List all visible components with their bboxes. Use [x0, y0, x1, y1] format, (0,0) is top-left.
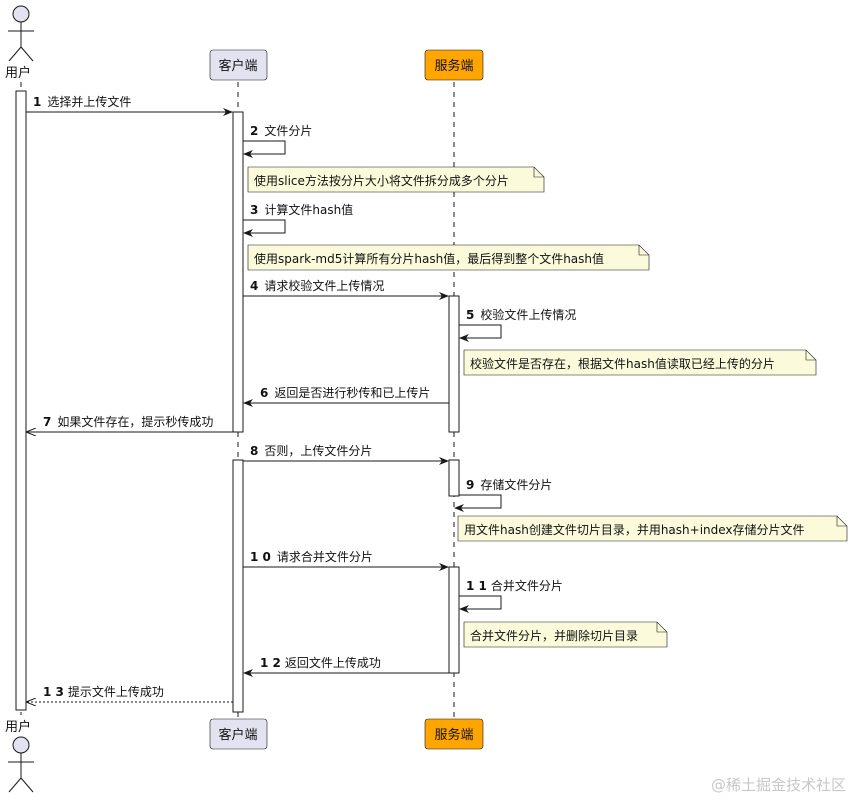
participant-user-top: 用户	[5, 65, 31, 81]
message-2-arrow	[243, 140, 286, 158]
stick-figure-icon	[8, 736, 34, 793]
participant-server-top: 服务端	[434, 58, 473, 74]
participant-client-top: 客户端	[218, 58, 257, 74]
activation-client-1	[232, 111, 244, 433]
note-1-box	[247, 166, 545, 193]
note-5-text: 合并文件分片，并删除切片目录	[470, 628, 638, 643]
stick-figure-icon	[8, 5, 34, 62]
note-4-text: 用文件hash创建文件切片目录，并用hash+index存储分片文件	[464, 522, 805, 537]
note-2-box	[247, 244, 650, 271]
activation-user	[15, 90, 27, 711]
note-4-box	[457, 515, 848, 542]
participant-user-bottom: 用户	[5, 719, 31, 735]
participant-client-bottom-box	[209, 718, 268, 750]
message-9-arrow	[454, 494, 502, 512]
message-11-arrow	[459, 595, 502, 613]
activation-server-2	[448, 459, 460, 497]
activation-client-2	[232, 459, 244, 713]
activation-server-1	[448, 295, 460, 433]
message-5-arrow	[459, 324, 502, 342]
message-3-arrow	[243, 219, 286, 237]
participant-server-bottom: 服务端	[434, 727, 473, 743]
participant-server-top-box	[424, 49, 484, 81]
participant-server-bottom-box	[424, 718, 484, 750]
note-3-box	[463, 349, 817, 376]
note-1-text: 使用slice方法按分片大小将文件拆分成多个分片	[254, 173, 509, 188]
note-3-text: 校验文件是否存在，根据文件hash值读取已经上传的分片	[470, 356, 775, 371]
participant-client-bottom: 客户端	[218, 727, 257, 743]
watermark: @稀土掘金技术社区	[711, 776, 846, 794]
note-2-text: 使用spark-md5计算所有分片hash值，最后得到整个文件hash值	[254, 251, 604, 266]
participant-client-top-box	[209, 49, 268, 81]
activation-server-3	[448, 566, 460, 674]
note-5-box	[463, 621, 668, 648]
